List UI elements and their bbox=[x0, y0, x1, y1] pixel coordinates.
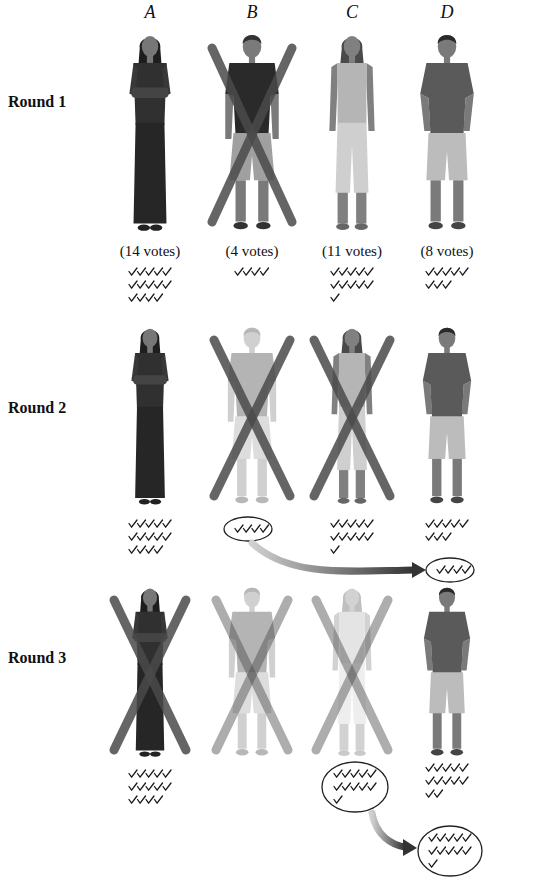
candidate-letter: C bbox=[346, 2, 358, 24]
candidate-letter: B bbox=[247, 2, 258, 24]
vote-count: (14 votes) bbox=[120, 242, 180, 260]
vote-count: (8 votes) bbox=[421, 242, 474, 260]
tally-marks bbox=[129, 764, 471, 867]
candidate-figures bbox=[129, 35, 473, 231]
candidate-figures bbox=[131, 328, 471, 505]
round-label: Round 3 bbox=[8, 648, 66, 667]
round-label: Round 2 bbox=[8, 398, 66, 417]
round-label: Round 1 bbox=[8, 92, 66, 111]
vote-count: (4 votes) bbox=[226, 242, 279, 260]
elimination-cross bbox=[212, 48, 292, 222]
elimination-cross bbox=[214, 340, 390, 496]
transfer-arrow bbox=[372, 813, 417, 856]
transfer-circle bbox=[224, 517, 474, 582]
vote-count: (11 votes) bbox=[322, 242, 382, 260]
elimination-cross bbox=[114, 600, 388, 750]
candidate-letter: D bbox=[441, 2, 454, 24]
tally-marks bbox=[129, 520, 471, 573]
transfer-arrow bbox=[252, 543, 426, 578]
tally-marks bbox=[129, 268, 468, 301]
transfer-circle bbox=[322, 762, 482, 876]
candidate-letter: A bbox=[145, 2, 156, 24]
